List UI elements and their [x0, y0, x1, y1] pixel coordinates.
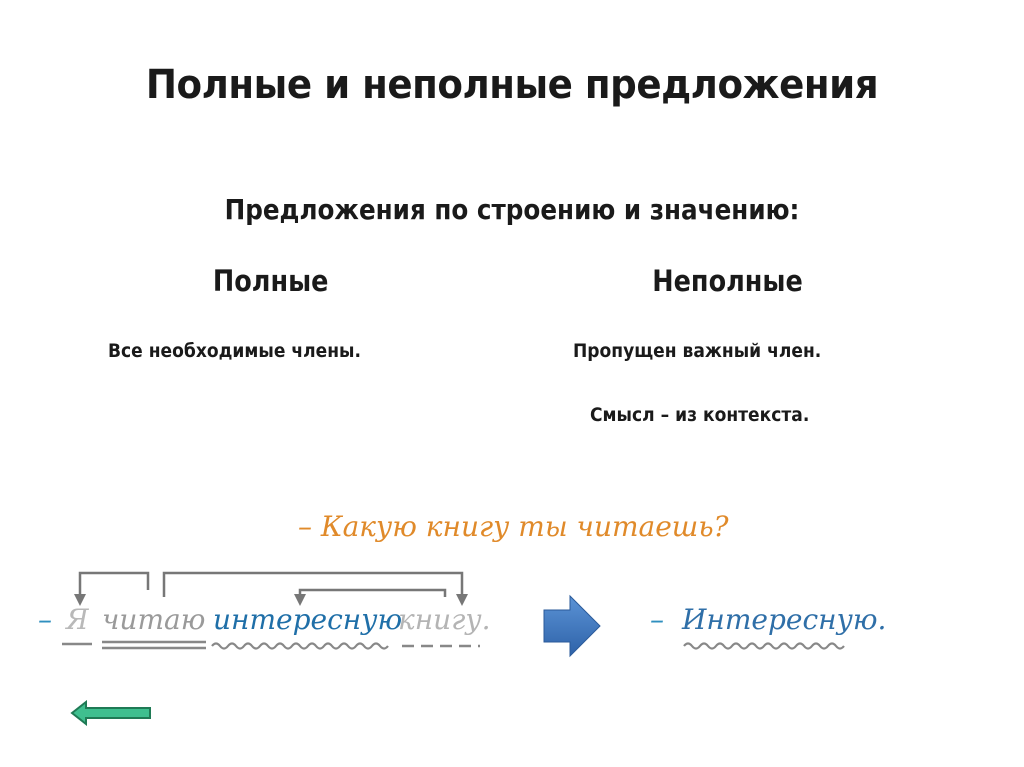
right-arrow-icon	[543, 594, 601, 658]
sentence-dash: –	[38, 603, 52, 636]
answer-wavy-underline	[683, 642, 845, 650]
slide-subtitle: Предложения по строению и значению:	[224, 193, 800, 226]
word-predicate: читаю	[102, 603, 206, 636]
word-subject: Я	[66, 603, 89, 636]
heading-incomplete: Неполные	[652, 264, 803, 298]
back-arrow-icon[interactable]	[70, 700, 152, 726]
heading-full: Полные	[212, 264, 329, 298]
full-description: Все необходимые члены.	[108, 340, 362, 362]
answer-dash: –	[650, 603, 664, 636]
attribute-wavy-underline	[211, 642, 389, 650]
slide-title: Полные и неполные предложения	[145, 62, 879, 108]
incomplete-description-2: Смысл – из контекста.	[590, 404, 810, 426]
answer-word: Интересную.	[682, 603, 887, 636]
incomplete-description-1: Пропущен важный член.	[573, 340, 822, 362]
word-attribute: интересную	[213, 603, 403, 636]
example-question: – Какую книгу ты читаешь?	[298, 510, 729, 543]
dependency-arrows	[78, 571, 464, 597]
word-object: книгу.	[398, 603, 491, 636]
